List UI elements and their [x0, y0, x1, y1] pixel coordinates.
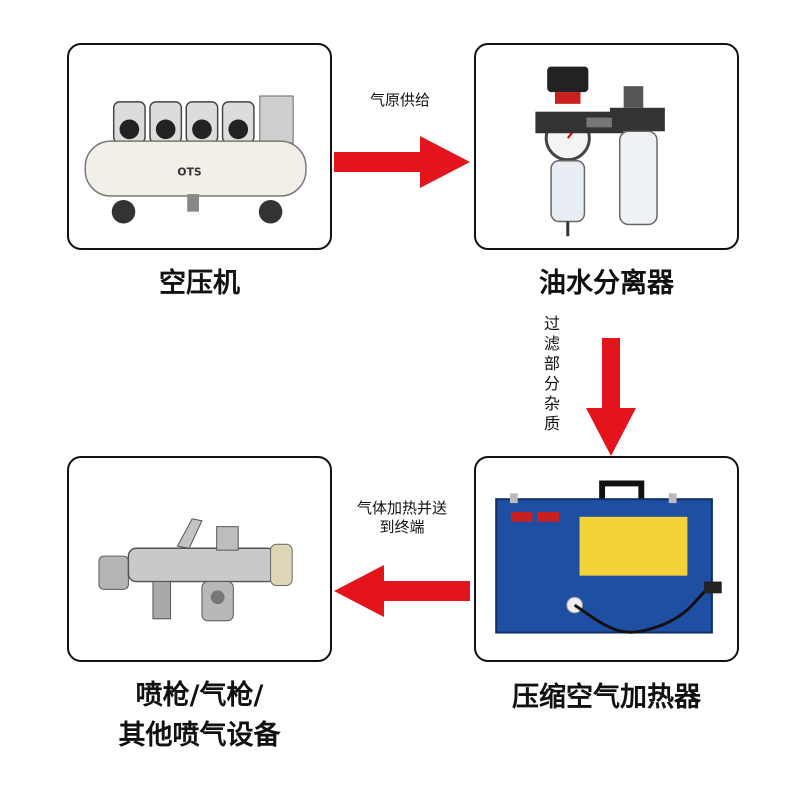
air-compressor-image: OTS	[69, 45, 330, 248]
spray-gun-image	[69, 458, 330, 660]
spray-gun-label: 喷枪/气枪/ 其他喷气设备	[67, 676, 332, 756]
compressed-air-heater-image	[476, 458, 737, 660]
compressor-brand-text: OTS	[177, 165, 201, 178]
air-heater-image-box	[474, 456, 739, 662]
compressor-image-box: OTS	[67, 43, 332, 250]
oil-water-separator-image-box	[474, 43, 739, 250]
edge-note-heat-deliver: 气体加热并送 到终端	[332, 499, 472, 537]
arrow-left	[334, 565, 470, 617]
spray-gun-image-box	[67, 456, 332, 662]
edge-note-heat-deliver-line1: 气体加热并送	[332, 499, 472, 518]
separator-label: 油水分离器	[474, 266, 739, 302]
edge-note-heat-deliver-line2: 到终端	[332, 518, 472, 537]
oil-water-separator-image	[476, 45, 737, 248]
edge-note-filter: 过滤部分杂质	[540, 314, 564, 434]
spray-gun-label-line2: 其他喷气设备	[67, 716, 332, 756]
arrow-right	[334, 136, 470, 188]
arrow-down	[586, 338, 636, 456]
heater-label: 压缩空气加热器	[474, 680, 739, 716]
compressor-label: 空压机	[67, 266, 332, 302]
edge-note-air-supply: 气原供给	[345, 91, 455, 110]
spray-gun-label-line1: 喷枪/气枪/	[67, 676, 332, 716]
